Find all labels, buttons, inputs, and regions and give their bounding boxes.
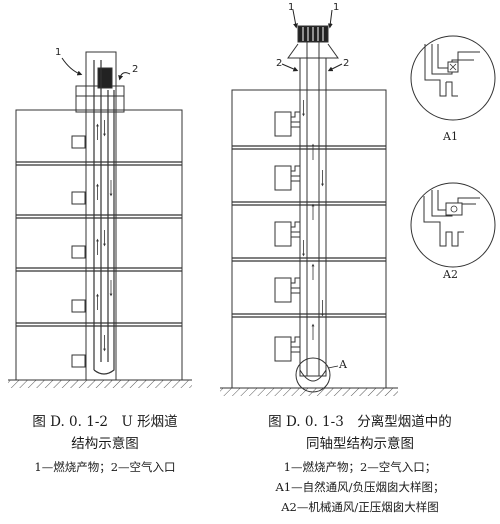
left-caption-legend: 1—燃烧产物；2—空气入口 <box>34 460 176 474</box>
detail-A2-circle <box>410 182 496 268</box>
left-outer-shaft <box>85 51 117 381</box>
right-building <box>220 25 398 396</box>
left-building <box>8 51 192 388</box>
right-callout-A: A <box>327 358 348 371</box>
left-appliance-5 <box>71 354 86 368</box>
right-floor-slabs <box>232 145 386 318</box>
svg-text:2: 2 <box>276 58 282 69</box>
right-callout-1a: 1 <box>288 2 298 29</box>
left-caption-title: 图 D. 0. 1-2 U 形烟道 <box>32 414 178 430</box>
detail-A2-label: A2 <box>442 268 458 281</box>
right-callout-2a: 2 <box>276 58 299 72</box>
svg-text:1: 1 <box>55 47 61 58</box>
right-appliance-3 <box>274 221 300 247</box>
left-callout-1: 1 <box>55 47 83 76</box>
left-chimney-cap <box>75 85 125 113</box>
right-detail-A-circle <box>295 357 331 393</box>
detail-A1-circle <box>410 35 496 121</box>
right-appliance-2 <box>274 165 300 191</box>
right-wall-outline <box>231 89 387 389</box>
detail-A1 <box>410 35 496 121</box>
left-ground-hatch <box>8 380 192 388</box>
left-vent-grille <box>97 67 113 89</box>
left-wall-outline <box>15 109 183 381</box>
left-flow-arrows <box>96 120 113 352</box>
svg-text:1: 1 <box>333 2 339 13</box>
detail-A2 <box>410 182 496 268</box>
left-appliance-4 <box>71 299 86 313</box>
right-caption-legend-2: A1—自然通风/负压烟囱大样图； <box>275 480 445 494</box>
detail-A1-label: A1 <box>442 130 458 143</box>
right-callout-1b: 1 <box>327 2 339 29</box>
right-appliance-5 <box>274 336 300 362</box>
left-caption-subtitle: 结构示意图 <box>71 436 139 452</box>
left-appliance-2 <box>71 191 86 205</box>
left-appliance-1 <box>71 135 86 149</box>
right-caption-subtitle: 同轴型结构示意图 <box>306 436 414 452</box>
right-appliances <box>274 111 300 362</box>
svg-text:1: 1 <box>288 2 294 13</box>
right-appliance-4 <box>274 277 300 303</box>
svg-text:2: 2 <box>132 64 138 75</box>
left-appliance-3 <box>71 245 86 259</box>
right-caption-legend-1: 1—燃烧产物；2—空气入口； <box>283 460 437 474</box>
left-appliances <box>71 135 86 368</box>
right-caption-legend-3: A2—机械通风/正压烟囱大样图 <box>281 500 439 514</box>
diagram-canvas: 1 2 <box>8 2 496 396</box>
left-floor-slabs <box>16 161 182 327</box>
right-flow-arrows <box>302 100 324 340</box>
svg-text:A: A <box>338 358 348 371</box>
right-appliance-1 <box>274 111 300 137</box>
right-callout-2b: 2 <box>327 58 349 72</box>
left-callout-2: 2 <box>118 64 138 81</box>
svg-text:2: 2 <box>343 58 349 69</box>
right-caption-title: 图 D. 0. 1-3 分离型烟道中的 <box>268 414 452 430</box>
